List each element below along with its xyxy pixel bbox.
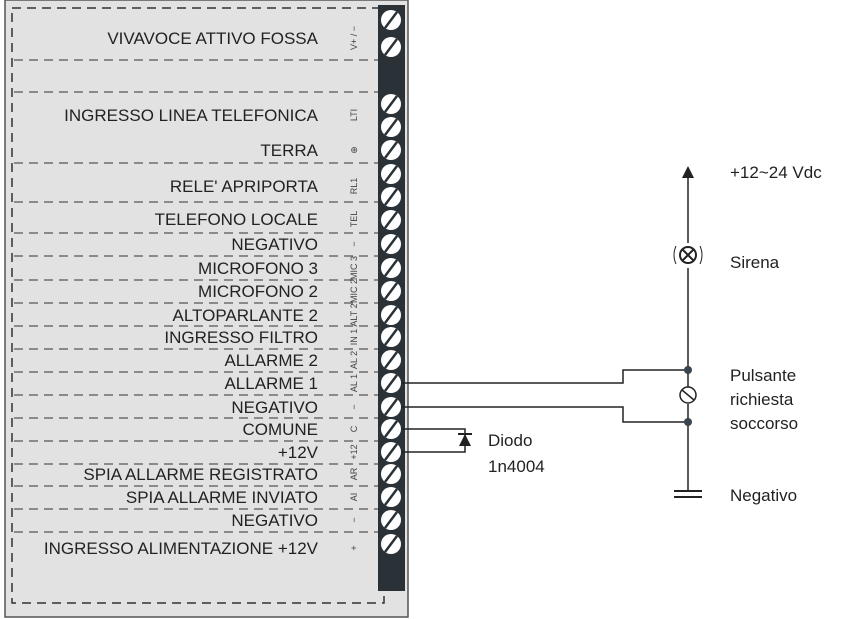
terminal-code: IN 1 [349,329,359,346]
terminal-code: LTI [349,109,359,121]
screw-terminal-icon[interactable] [381,281,401,301]
screw-terminal-icon[interactable] [381,305,401,325]
screw-terminal-icon[interactable] [381,140,401,160]
terminal-code: ALT 2 [349,303,359,326]
button-label-2: richiesta [730,390,794,409]
screw-terminal-icon[interactable] [381,419,401,439]
row-label: COMUNE [242,420,318,439]
row-label: SPIA ALLARME REGISTRATO [83,465,318,484]
terminal-code: C [349,425,359,432]
row-label: MICROFONO 2 [198,282,318,301]
ground-label: Negativo [730,486,797,505]
terminal-code: − [349,517,359,522]
row-label: +12V [278,443,319,462]
row-label: TELEFONO LOCALE [155,210,318,229]
node-dot [684,418,692,426]
screw-terminal-icon[interactable] [381,187,401,207]
terminal-code: MIC 2 [349,279,359,303]
screw-terminal-icon[interactable] [381,534,401,554]
diode-label-2: 1n4004 [488,457,545,476]
supply-arrow-icon [682,166,694,178]
row-label: NEGATIVO [231,398,318,417]
row-label: ALTOPARLANTE 2 [173,306,319,325]
row-label: NEGATIVO [231,235,318,254]
button-label-1: Pulsante [730,366,796,385]
terminal-code: RL1 [349,178,359,195]
diode-icon [458,433,472,446]
row-label: NEGATIVO [231,511,318,530]
screw-terminal-icon[interactable] [381,117,401,137]
row-label: INGRESSO ALIMENTAZIONE +12V [44,539,319,558]
row-label: TERRA [260,141,318,160]
row-label: ALLARME 2 [224,351,318,370]
terminal-code: + [349,545,359,550]
circuit-wires [401,178,689,490]
screw-terminal-icon[interactable] [381,258,401,278]
screw-terminal-icon[interactable] [381,37,401,57]
screw-terminal-icon[interactable] [381,234,401,254]
node-dot [684,366,692,374]
terminal-code: +12 [349,444,359,459]
screw-terminal-icon[interactable] [381,510,401,530]
row-label: VIVAVOCE ATTIVO FOSSA [107,29,318,48]
row-label: INGRESSO LINEA TELEFONICA [64,106,318,125]
terminal-code: MIC 3 [349,256,359,280]
screw-terminal-icon[interactable] [381,327,401,347]
terminal-code: ⊕ [349,146,359,154]
diode-label-1: Diodo [488,431,532,450]
terminal-code: AR [349,467,359,480]
ground-icon [674,490,702,498]
module-panel [4,0,409,618]
screw-terminal-icon[interactable] [381,442,401,462]
screw-terminal-icon[interactable] [381,210,401,230]
screw-terminal-icon[interactable] [381,397,401,417]
screw-terminal-icon[interactable] [381,10,401,30]
siren-icon [673,245,703,265]
screw-terminal-icon[interactable] [381,164,401,184]
terminal-code: AL 1 [349,374,359,392]
row-label: MICROFONO 3 [198,259,318,278]
terminal-code: − [349,404,359,409]
supply-label: +12~24 Vdc [730,163,822,182]
terminal-code: TEL [349,211,359,228]
screw-terminal-icon[interactable] [381,94,401,114]
push-button-icon [679,386,697,404]
terminal-code: AI [349,493,359,502]
screw-terminal-icon[interactable] [381,373,401,393]
row-label: SPIA ALLARME INVIATO [126,488,318,507]
screw-terminal-icon[interactable] [381,487,401,507]
terminal-code: V+ / − [349,26,359,50]
row-label: ALLARME 1 [224,374,318,393]
terminal-code: − [349,241,359,246]
siren-label: Sirena [730,253,780,272]
screw-terminal-icon[interactable] [381,350,401,370]
screw-terminal-icon[interactable] [381,464,401,484]
row-label: INGRESSO FILTRO [164,328,318,347]
button-label-3: soccorso [730,414,798,433]
row-label: RELE' APRIPORTA [170,177,319,196]
terminal-code: AL 2 [349,351,359,369]
panel-dashed-border [11,7,385,604]
